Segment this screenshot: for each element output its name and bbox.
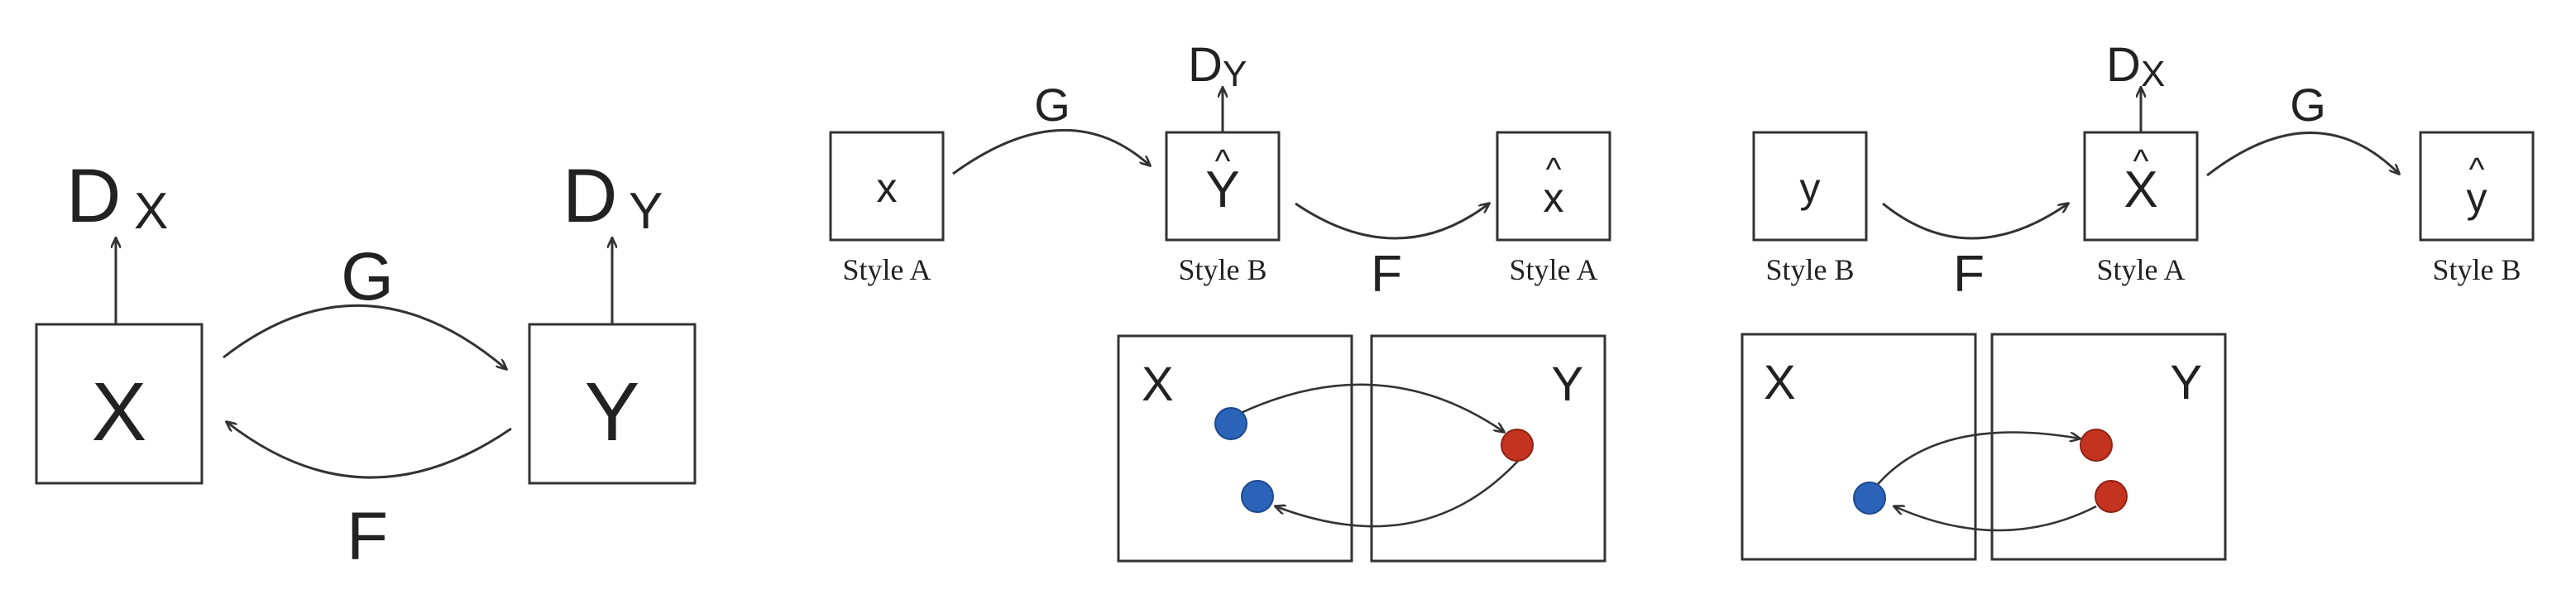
domain-x-region-label: X [1142,357,1174,411]
panel-forward-cycle: x Style A G Y ^ Style B D Y F x ^ Style … [829,38,1611,563]
domain-y-label: Y [585,366,640,458]
generator-g-arrow [223,304,506,369]
reconstructed-yhat-style: Style B [2432,253,2521,286]
panel-backward-cycle: y Style B F X ^ Style A D X G y ^ Style … [1740,38,2535,561]
reconstructed-point-blue [1241,480,1274,513]
dx-symbol: D [2106,38,2141,92]
source-point-blue [1214,407,1247,440]
generated-xhat-style: Style A [2096,253,2185,286]
dx-subscript: X [134,183,168,240]
domain-x-region [1117,334,1353,563]
dy-symbol: D [563,154,617,238]
generator-f-arrow [1295,204,1489,240]
domain-y-box [528,323,697,485]
input-x-label: x [877,165,898,211]
input-x-box [829,131,945,242]
reconstructed-yhat-box [2419,131,2535,242]
input-y-style: Style B [1765,253,1854,286]
input-y-box [1752,131,1868,242]
backward-mapping-arrow [1894,506,2097,532]
input-x-style: Style A [842,253,931,286]
generator-g-label: G [341,239,394,314]
generator-f-arrow [227,422,512,479]
backward-mapping-arrow [1276,459,1520,528]
reconstructed-yhat-label: y [2467,175,2487,221]
generated-yhat-label: Y [1205,161,1239,218]
generator-f-arrow [1882,204,2068,240]
generated-xhat-hat: ^ [2133,143,2149,180]
generator-f-label: F [1953,246,1985,303]
generated-yhat-box [1165,131,1281,242]
panel-cycle-overview: D X D Y X Y G F [35,154,697,574]
generator-f-label: F [1371,246,1402,303]
discriminator-dx-label: D X [66,154,168,240]
reconstructed-xhat-label: x [1544,175,1564,221]
discriminator-dy-label: D Y [563,154,663,240]
dy-subscript: Y [629,183,663,240]
source-point-blue [1853,482,1886,515]
domain-x-box [35,323,203,485]
forward-mapping-arrow [1873,431,2080,489]
generator-g-label: G [1034,79,1070,131]
domain-y-region-label: Y [2170,356,2202,410]
generator-g-label: G [2290,79,2326,131]
reconstructed-xhat-hat: ^ [1546,151,1562,188]
generator-g-arrow [952,128,1150,175]
domain-y-region-label: Y [1551,357,1583,411]
dx-subscript: X [2141,54,2165,94]
generated-yhat-hat: ^ [1215,143,1231,180]
dy-subscript: Y [1223,54,1247,94]
generated-yhat-style: Style B [1178,253,1266,286]
reconstructed-yhat-hat: ^ [2469,151,2485,188]
input-y-label: y [1800,165,1821,211]
domain-x-label: X [92,366,147,458]
domain-x-region-label: X [1764,356,1796,410]
reconstructed-point-red [2095,480,2128,513]
generated-xhat-label: X [2124,161,2157,218]
reconstructed-xhat-style: Style A [1509,253,1597,286]
dy-symbol: D [1188,38,1223,92]
reconstructed-xhat-box [1496,131,1611,242]
dx-symbol: D [66,154,121,238]
translated-point-red [2080,429,2113,462]
generator-g-arrow [2206,132,2399,177]
translated-point-red [1501,429,1534,462]
forward-mapping-arrow [1238,383,1504,432]
generator-f-label: F [347,499,388,574]
